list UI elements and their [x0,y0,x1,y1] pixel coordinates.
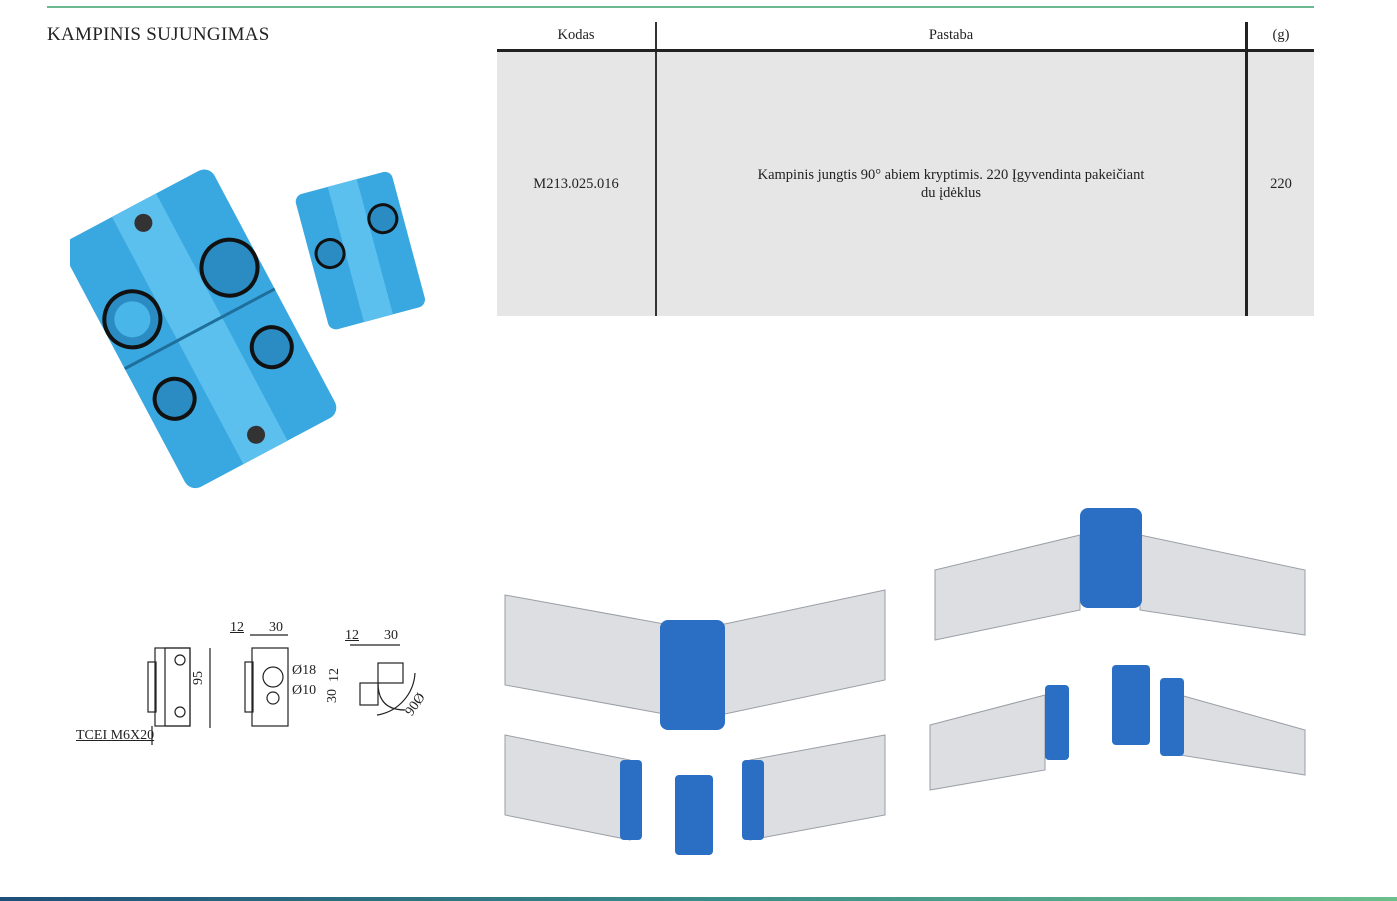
dim-front-30: 30 [269,620,283,635]
cell-note: Kampinis jungtis 90° abiem kryptimis. 22… [656,50,1248,316]
note-text: Kampinis jungtis 90° abiem kryptimis. 22… [757,167,1145,201]
product-photo [70,169,425,489]
page-title: KAMPINIS SUJUNGIMAS [47,24,270,45]
cell-code: M213.025.016 [497,50,657,316]
header-kodas: Kodas [497,22,657,52]
dim-left-12: 12 [327,668,342,682]
dim-front-12: 12 [230,620,244,635]
assembly-image-right [929,508,1306,791]
header-pastaba: Pastaba [656,22,1248,52]
cell-weight: 220 [1246,50,1314,316]
screw-label: TCEI M6X20 [76,728,155,743]
dim-side-30: 30 [384,628,398,643]
height-dim: 95 [191,671,206,685]
top-rule [47,6,1314,8]
dim-side-12: 12 [345,628,359,643]
assembly-image-left [504,589,886,855]
bottom-rule [0,897,1397,901]
table-row: M213.025.016 Kampinis jungtis 90° abiem … [497,50,1314,316]
diameter-10: Ø10 [292,683,317,698]
table-header-row: Kodas Pastaba (g) [497,22,1314,52]
spec-table: Kodas Pastaba (g) M213.025.016 Kampinis … [497,22,1314,316]
header-weight: (g) [1246,22,1314,52]
diameter-18: Ø18 [292,663,317,678]
dim-left-30: 30 [325,689,340,703]
technical-drawing [147,634,416,745]
